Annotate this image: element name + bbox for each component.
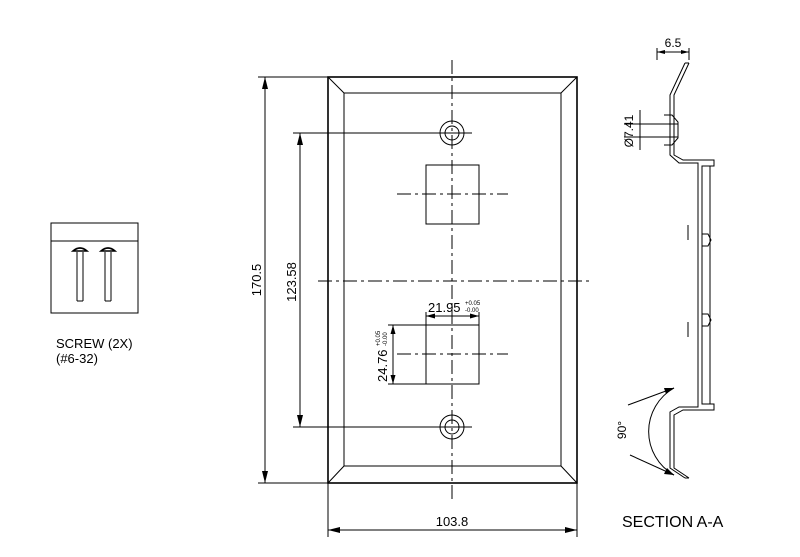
- plate-outer-edge: [327, 76, 578, 484]
- section-view: 6.5 Ø7.41 90° SECTION A-A: [615, 36, 724, 531]
- bend-angle-label: 90°: [615, 421, 629, 439]
- dimension-cutout-height: 24.76 +0.05 -0.00: [375, 324, 426, 385]
- cutout-width-tolerance-upper: +0.05: [465, 301, 481, 307]
- cutout-height-tolerance-lower: -0.00: [383, 332, 389, 346]
- screw-icon: [70, 247, 90, 302]
- overall-width-label: 103.8: [436, 514, 469, 529]
- dimension-mounting-spacing: 123.58: [284, 132, 452, 428]
- cutout-height-tolerance-upper: +0.05: [376, 330, 382, 346]
- section-thickness-label: 6.5: [665, 36, 682, 50]
- dimension-cutout-width: 21.95 +0.05 -0.00: [425, 300, 481, 325]
- screw-label: SCREW (2X): [56, 336, 133, 351]
- screw-spec-label: (#6-32): [56, 351, 98, 366]
- overall-height-label: 170.5: [249, 264, 264, 297]
- screw-detail: SCREW (2X) (#6-32): [50, 222, 139, 366]
- cutout-width-label: 21.95: [428, 300, 461, 315]
- screw-icon: [98, 247, 118, 302]
- dimension-overall-height: 170.5: [249, 76, 328, 484]
- dimension-overall-width: 103.8: [327, 483, 578, 537]
- cutout-width-tolerance-lower: -0.00: [465, 308, 479, 314]
- plate-front-view: [318, 60, 590, 500]
- section-title: SECTION A-A: [622, 514, 724, 531]
- mounting-spacing-label: 123.58: [284, 262, 299, 302]
- cutout-height-label: 24.76: [375, 349, 390, 382]
- screw-box: [50, 222, 139, 314]
- hole-diameter-label: Ø7.41: [622, 114, 636, 147]
